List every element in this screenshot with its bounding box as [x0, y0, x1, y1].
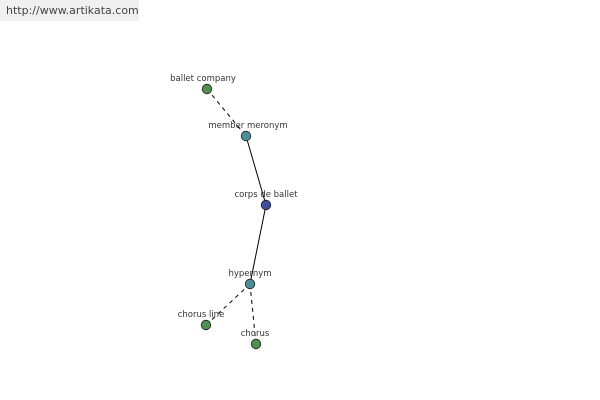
- node-label-chorus: chorus: [241, 329, 270, 339]
- node-ballet-company[interactable]: ballet company: [170, 74, 236, 95]
- edge-ballet-company-to-member-meronym: [206, 88, 247, 137]
- node-marker-member-meronym[interactable]: [240, 130, 252, 142]
- node-label-chorus-line: chorus line: [178, 310, 225, 320]
- url-banner[interactable]: http://www.artikata.com: [0, 0, 139, 21]
- node-marker-ballet-company[interactable]: [201, 83, 213, 95]
- node-marker-chorus[interactable]: [250, 338, 262, 350]
- node-label-hypernym: hypernym: [228, 269, 271, 279]
- node-corps-de-ballet[interactable]: corps de ballet: [234, 190, 298, 211]
- node-member-meronym[interactable]: member meronym: [208, 121, 288, 142]
- node-marker-hypernym[interactable]: [244, 278, 256, 290]
- node-label-ballet-company: ballet company: [170, 74, 236, 84]
- node-marker-corps-de-ballet[interactable]: [260, 199, 272, 211]
- node-label-corps-de-ballet: corps de ballet: [234, 190, 298, 200]
- graph-nodes: ballet company member meronym corps de bal…: [170, 74, 298, 350]
- node-hypernym[interactable]: hypernym: [228, 269, 272, 290]
- edge-hypernym-to-chorus: [249, 283, 257, 345]
- edge-hypernym-to-chorus-line: [205, 283, 251, 326]
- graph-edges: [205, 88, 267, 345]
- node-label-member-meronym: member meronym: [208, 121, 287, 131]
- node-marker-chorus-line[interactable]: [200, 319, 212, 331]
- node-chorus[interactable]: chorus: [241, 329, 270, 350]
- edge-member-meronym-to-corps-de-ballet: [245, 135, 267, 206]
- node-chorus-line[interactable]: chorus line: [178, 310, 225, 331]
- edge-corps-de-ballet-to-hypernym: [249, 204, 267, 285]
